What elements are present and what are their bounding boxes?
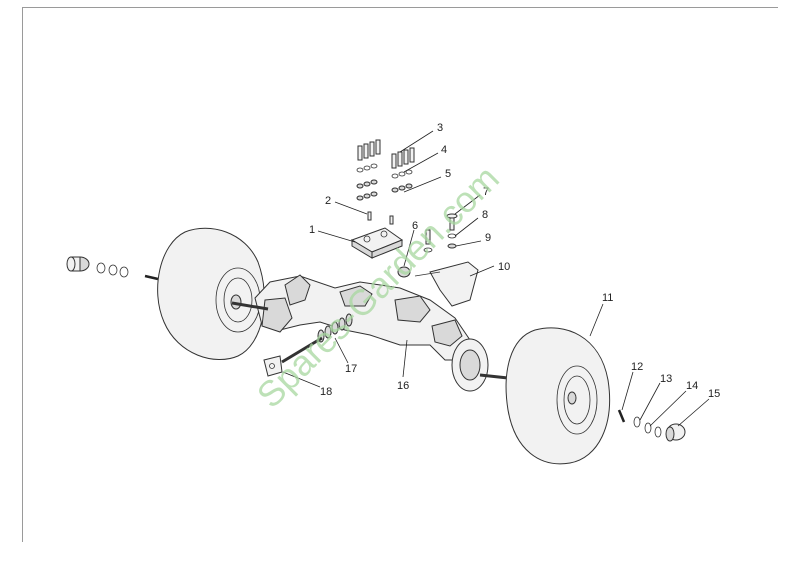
- left-axle-pin: [144, 274, 159, 281]
- bolt-group-right: [391, 147, 415, 169]
- washer-rows: [356, 163, 413, 201]
- axle-shaft-right: [479, 373, 509, 380]
- right-hub-cap: [665, 423, 686, 442]
- callout-5: 5: [445, 168, 451, 180]
- bolt-group-left: [357, 139, 381, 161]
- pivot-bracket: [263, 355, 283, 377]
- mounting-plate: [350, 227, 404, 259]
- right-hub-assembly: [451, 338, 489, 392]
- callout-8: 8: [482, 209, 488, 221]
- callout-6: 6: [412, 220, 418, 232]
- leader-lines: [282, 130, 710, 427]
- callout-7: 7: [483, 186, 489, 198]
- callout-1: 1: [309, 224, 315, 236]
- right-washers: [633, 416, 662, 438]
- transaxle-housing: [254, 274, 471, 361]
- callout-9: 9: [485, 232, 491, 244]
- frame-top-border: [22, 7, 778, 8]
- callout-2: 2: [325, 195, 331, 207]
- locating-pins: [367, 211, 394, 225]
- left-wheel: [157, 227, 265, 360]
- right-wheel: [505, 327, 611, 465]
- frame-left-border: [22, 7, 23, 542]
- callout-4: 4: [441, 144, 447, 156]
- callout-3: 3: [437, 122, 443, 134]
- left-washers: [96, 262, 129, 278]
- shift-bracket: [414, 261, 479, 307]
- callout-16: 16: [397, 380, 409, 392]
- callout-15: 15: [708, 388, 720, 400]
- bracket-bolt: [423, 213, 458, 253]
- callout-18: 18: [320, 386, 332, 398]
- callout-11: 11: [602, 292, 613, 304]
- callout-17: 17: [345, 363, 357, 375]
- axle-shaft-left: [231, 301, 269, 311]
- spacer-bushing: [397, 266, 411, 278]
- callout-12: 12: [631, 361, 643, 373]
- callout-10: 10: [498, 261, 510, 273]
- right-axle-pin: [617, 409, 626, 423]
- drive-rod: [281, 336, 323, 364]
- left-hub-cap: [66, 256, 90, 272]
- callout-13: 13: [660, 373, 672, 385]
- callout-14: 14: [686, 380, 698, 392]
